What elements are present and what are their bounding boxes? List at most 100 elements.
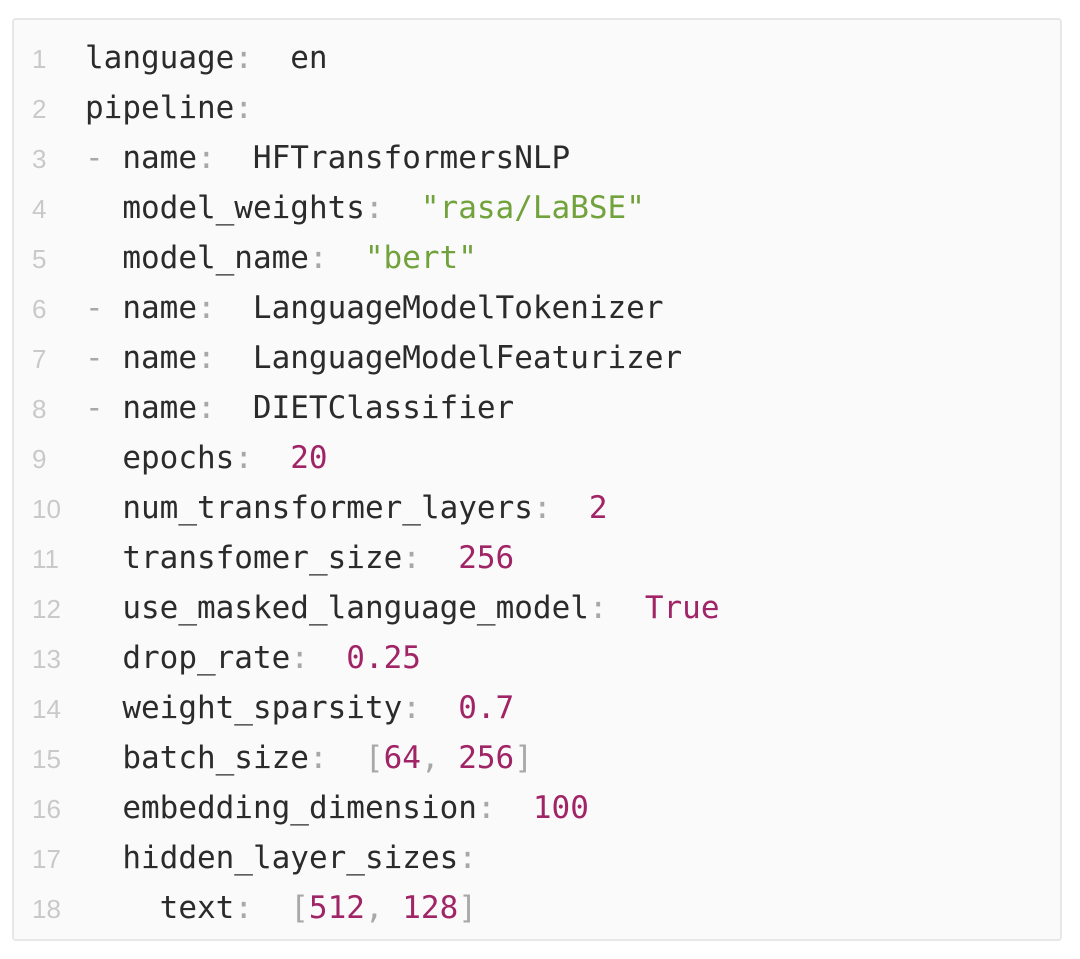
line-number: 16	[32, 794, 61, 824]
token-plain	[272, 890, 291, 926]
token-key: text	[85, 890, 235, 926]
token-number: 0.7	[439, 690, 515, 726]
token-colon: :	[402, 690, 421, 726]
token-key: drop_rate	[85, 640, 291, 676]
code-line: 10 num_transformer_layers: 2	[14, 484, 1060, 534]
code-line: 18 text: [512, 128]	[14, 884, 1060, 934]
line-number: 15	[32, 744, 61, 774]
token-number: True	[626, 590, 720, 626]
token-string: "bert"	[346, 240, 477, 276]
token-colon: :	[364, 190, 384, 226]
token-punct: ]	[458, 890, 477, 926]
code-line: 17 hidden_layer_sizes:	[14, 834, 1060, 884]
token-colon: :	[196, 340, 216, 376]
line-number: 5	[32, 244, 47, 274]
token-colon: :	[196, 390, 216, 426]
line-number: 3	[32, 144, 47, 174]
token-colon: :	[234, 890, 253, 926]
code-text: model_name: "bert"	[85, 234, 477, 283]
token-key: weight_sparsity	[85, 690, 403, 726]
token-string: "rasa/LaBSE"	[402, 190, 645, 226]
token-colon: :	[234, 440, 253, 476]
code-line: 2 pipeline:	[14, 84, 1060, 134]
code-line: 14 weight_sparsity: 0.7	[14, 684, 1060, 734]
token-number: 2	[570, 490, 608, 526]
token-colon: :	[402, 540, 421, 576]
line-number: 2	[32, 94, 47, 124]
token-plain: HFTransformersNLP	[234, 140, 571, 176]
token-punct: [	[364, 740, 384, 776]
code-text: epochs: 20	[85, 434, 328, 483]
token-punct: -	[85, 390, 123, 426]
token-plain: LanguageModelTokenizer	[234, 290, 664, 326]
token-colon: :	[234, 90, 253, 126]
code-line: 12 use_masked_language_model: True	[14, 584, 1060, 634]
token-number: 256	[458, 740, 515, 776]
token-colon: :	[196, 140, 216, 176]
token-colon: :	[308, 740, 328, 776]
token-colon: :	[234, 40, 253, 76]
code-text: batch_size: [64, 256]	[85, 734, 533, 783]
line-number: 7	[32, 344, 47, 374]
code-block: 1 language: en 2 pipeline: 3 - name: HFT…	[12, 18, 1062, 941]
code-text: language: en	[85, 34, 328, 83]
code-line: 3 - name: HFTransformersNLP	[14, 134, 1060, 184]
token-key: hidden_layer_sizes	[85, 840, 459, 876]
line-number: 12	[32, 594, 61, 624]
token-key: embedding_dimension	[85, 790, 477, 826]
token-key: transfomer_size	[85, 540, 403, 576]
token-key: model_weights	[85, 190, 365, 226]
code-text: weight_sparsity: 0.7	[85, 684, 514, 733]
line-number: 11	[32, 544, 59, 574]
code-text: embedding_dimension: 100	[85, 784, 589, 833]
code-line: 15 batch_size: [64, 256]	[14, 734, 1060, 784]
token-key: pipeline	[85, 90, 235, 126]
code-text: use_masked_language_model: True	[85, 584, 720, 633]
token-key: name	[122, 340, 197, 376]
token-number: 20	[271, 440, 328, 476]
code-text: text: [512, 128]	[85, 884, 477, 933]
token-key: epochs	[85, 440, 235, 476]
line-number: 17	[32, 844, 61, 874]
token-colon: :	[588, 590, 608, 626]
token-punct: ,	[420, 740, 459, 776]
token-colon: :	[196, 290, 216, 326]
code-text: - name: LanguageModelTokenizer	[85, 284, 664, 333]
line-number: 1	[32, 44, 47, 74]
token-key: name	[122, 390, 197, 426]
token-punct: ,	[364, 890, 403, 926]
line-number: 9	[32, 444, 47, 474]
code-text: hidden_layer_sizes:	[85, 834, 496, 883]
token-plain: DIETClassifier	[234, 390, 515, 426]
code-line: 5 model_name: "bert"	[14, 234, 1060, 284]
token-number: 256	[439, 540, 515, 576]
token-punct: -	[85, 340, 123, 376]
token-punct: -	[85, 290, 123, 326]
code-line: 11 transfomer_size: 256	[14, 534, 1060, 584]
token-punct: -	[85, 140, 123, 176]
code-text: pipeline:	[85, 84, 272, 133]
token-colon: :	[290, 640, 309, 676]
token-plain: en	[271, 40, 328, 76]
token-number: 64	[383, 740, 421, 776]
token-key: use_masked_language_model	[85, 590, 589, 626]
token-punct: ]	[514, 740, 533, 776]
code-line: 8 - name: DIETClassifier	[14, 384, 1060, 434]
line-number: 4	[32, 194, 47, 224]
line-number: 13	[32, 644, 61, 674]
code-text: - name: DIETClassifier	[85, 384, 514, 433]
token-punct: [	[290, 890, 309, 926]
code-line: 1 language: en	[14, 34, 1060, 84]
line-number: 6	[32, 294, 47, 324]
token-colon: :	[308, 240, 328, 276]
code-text: num_transformer_layers: 2	[85, 484, 608, 533]
line-number: 8	[32, 394, 47, 424]
code-text: transfomer_size: 256	[85, 534, 514, 583]
token-key: model_name	[85, 240, 309, 276]
line-number: 10	[32, 494, 61, 524]
token-number: 512	[308, 890, 365, 926]
token-key: name	[122, 140, 197, 176]
token-number: 100	[514, 790, 589, 826]
token-key: num_transformer_layers	[85, 490, 533, 526]
code-line: 16 embedding_dimension: 100	[14, 784, 1060, 834]
